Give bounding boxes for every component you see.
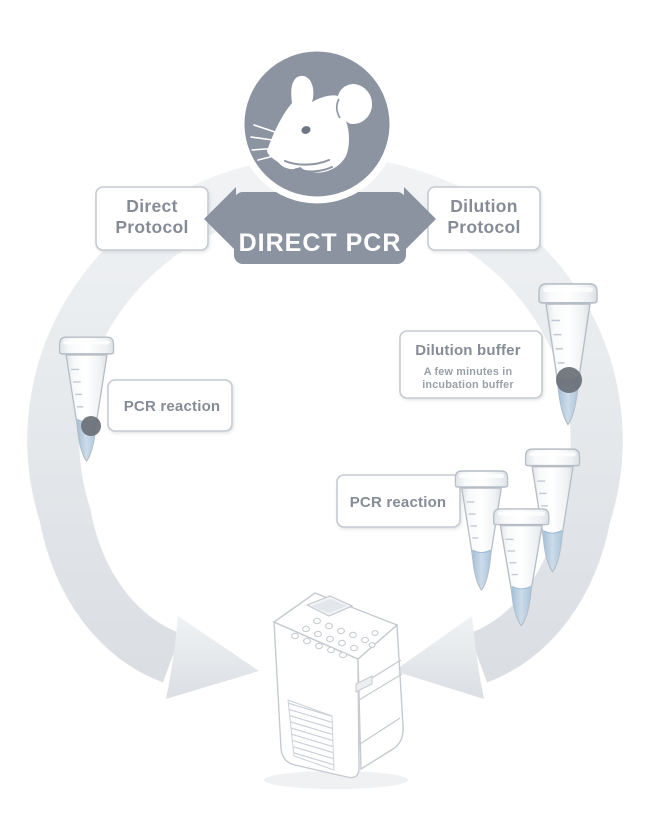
mouse-eye [301,126,311,134]
mouse-badge [237,44,397,204]
pcr-reaction-label-right: PCR reaction [336,474,461,528]
banner-left-wing [204,187,236,251]
tissue-sample-dot [556,367,582,393]
direct-pcr-banner-text: DIRECT PCR [239,229,402,257]
pcr-reaction-left-text: PCR reaction [124,398,221,415]
dilution-buffer-title: Dilution buffer [415,342,520,359]
pcr-reaction-label-left: PCR reaction [107,379,233,432]
direct-protocol-line2: Protocol [115,217,188,237]
direct-protocol-line1: Direct [126,196,177,216]
sample-tube-dilution [538,283,598,426]
banner-right-wing [404,187,436,251]
tissue-sample-dot [81,416,101,436]
dilution-protocol-label: Dilution Protocol [427,186,541,251]
mouse-icon [250,75,373,173]
mouse-whiskers [250,124,283,161]
machine-logo-plate [355,675,373,693]
dilution-buffer-note1: A few minutes in [424,366,513,378]
direct-pcr-banner: DIRECT PCR [204,187,436,264]
direct-protocol-label: Direct Protocol [95,186,209,251]
machine-keypad [291,617,379,659]
sample-tube-direct [58,336,115,462]
thermal-cycler-icon [264,592,408,789]
dilution-protocol-line1: Dilution [450,196,518,216]
pcr-reaction-right-text: PCR reaction [350,494,447,511]
dilution-buffer-note2: incubation buffer [422,379,514,391]
dilution-protocol-line2: Protocol [447,217,520,237]
dilution-buffer-label: Dilution buffer A few minutes in incubat… [399,330,543,399]
pcr-tube-back-left [454,470,509,591]
mouse-mouth-lines [284,159,333,173]
